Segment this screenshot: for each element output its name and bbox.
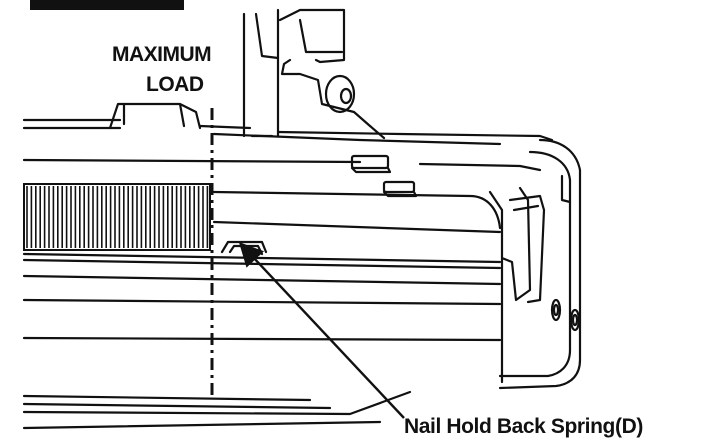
spring-piece-inner <box>228 244 264 256</box>
base-sheet-1 <box>22 394 312 402</box>
bed-rail-3 <box>22 274 502 286</box>
bed-rail-5 <box>22 336 502 342</box>
spring-label: Nail Hold Back Spring(D) <box>404 415 643 438</box>
base-sheet-4 <box>22 420 382 430</box>
left-tab <box>108 102 202 130</box>
body-right-inner <box>498 150 572 378</box>
bed-rail-4 <box>22 298 502 306</box>
screw-1-inner <box>552 303 560 317</box>
arm-inner-line <box>254 12 344 60</box>
max-load-label-line2: LOAD <box>146 73 204 96</box>
pad-lower <box>382 180 416 194</box>
max-load-label-line1: MAXIMUM <box>112 43 212 66</box>
arm-bracket <box>280 58 386 140</box>
body-right-end <box>498 138 582 390</box>
top-plate-outline <box>22 118 554 142</box>
vertical-arm <box>242 8 346 138</box>
knob-center <box>339 87 353 105</box>
base-sheet-2 <box>22 402 332 410</box>
screw-2 <box>569 308 581 332</box>
end-clip <box>508 194 546 304</box>
pad-upper-shadow <box>350 166 392 174</box>
screw-1 <box>550 298 562 322</box>
needle-stripes <box>23 183 211 251</box>
base-sheet-3 <box>22 390 412 416</box>
knob <box>324 74 356 114</box>
body-top-edge <box>22 158 542 172</box>
header-bar <box>30 0 184 10</box>
bed-face-mid <box>212 220 502 234</box>
leader-arrow <box>238 241 405 419</box>
end-slot <box>560 174 572 204</box>
screw-2-inner <box>571 313 579 327</box>
bed-face-upper <box>212 190 502 230</box>
